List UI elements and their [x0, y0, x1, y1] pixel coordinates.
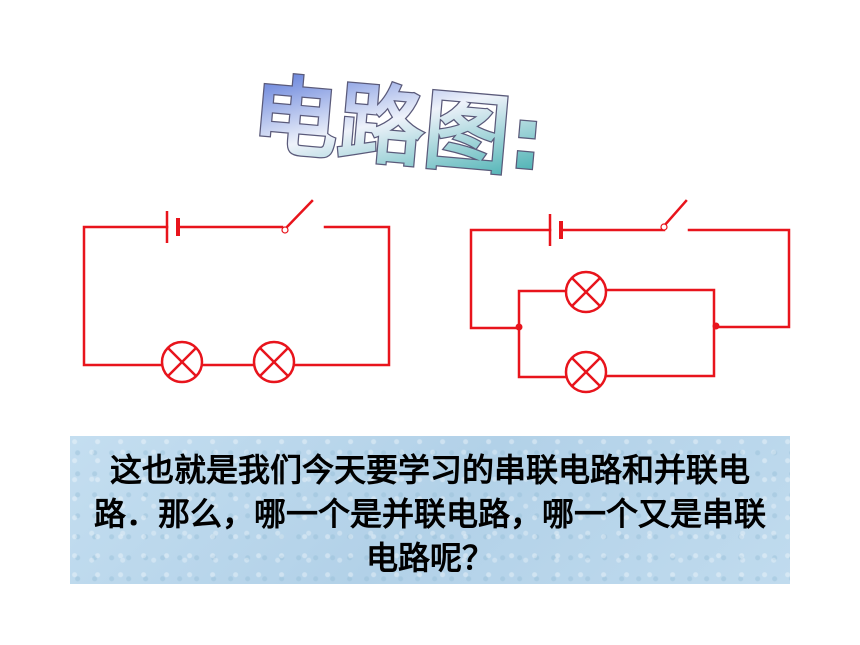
parallel-switch-blade	[662, 199, 688, 228]
series-battery-symbol	[165, 211, 180, 243]
parallel-branch-left	[517, 289, 568, 379]
parallel-switch-symbol	[660, 199, 688, 231]
series-wire-left	[82, 225, 169, 367]
question-text: 这也就是我们今天要学习的串联电路和并联电路．那么，哪一个是并联电路，哪一个又是串…	[93, 451, 766, 577]
parallel-circuit-wires	[469, 228, 791, 379]
series-switch-pivot	[281, 226, 289, 234]
series-circuit-wires	[82, 225, 391, 367]
parallel-lamp-2	[564, 350, 608, 394]
parallel-branch-right	[604, 288, 716, 378]
parallel-wire-left	[469, 228, 552, 330]
parallel-lamp-1	[564, 270, 608, 314]
question-text-box: 这也就是我们今天要学习的串联电路和并联电路．那么，哪一个是并联电路，哪一个又是串…	[70, 436, 790, 584]
parallel-junction-left	[515, 323, 523, 331]
parallel-wire-right	[687, 228, 791, 329]
series-lamp-1	[160, 340, 204, 384]
series-switch-symbol	[281, 199, 314, 234]
series-lamp-2	[252, 340, 296, 384]
series-wire-right	[292, 225, 391, 367]
parallel-battery-symbol	[548, 214, 563, 246]
parallel-switch-pivot	[660, 223, 668, 231]
parallel-junction-right	[712, 322, 720, 330]
series-switch-blade	[283, 199, 314, 231]
title-wordart: 电路图:	[247, 64, 550, 192]
